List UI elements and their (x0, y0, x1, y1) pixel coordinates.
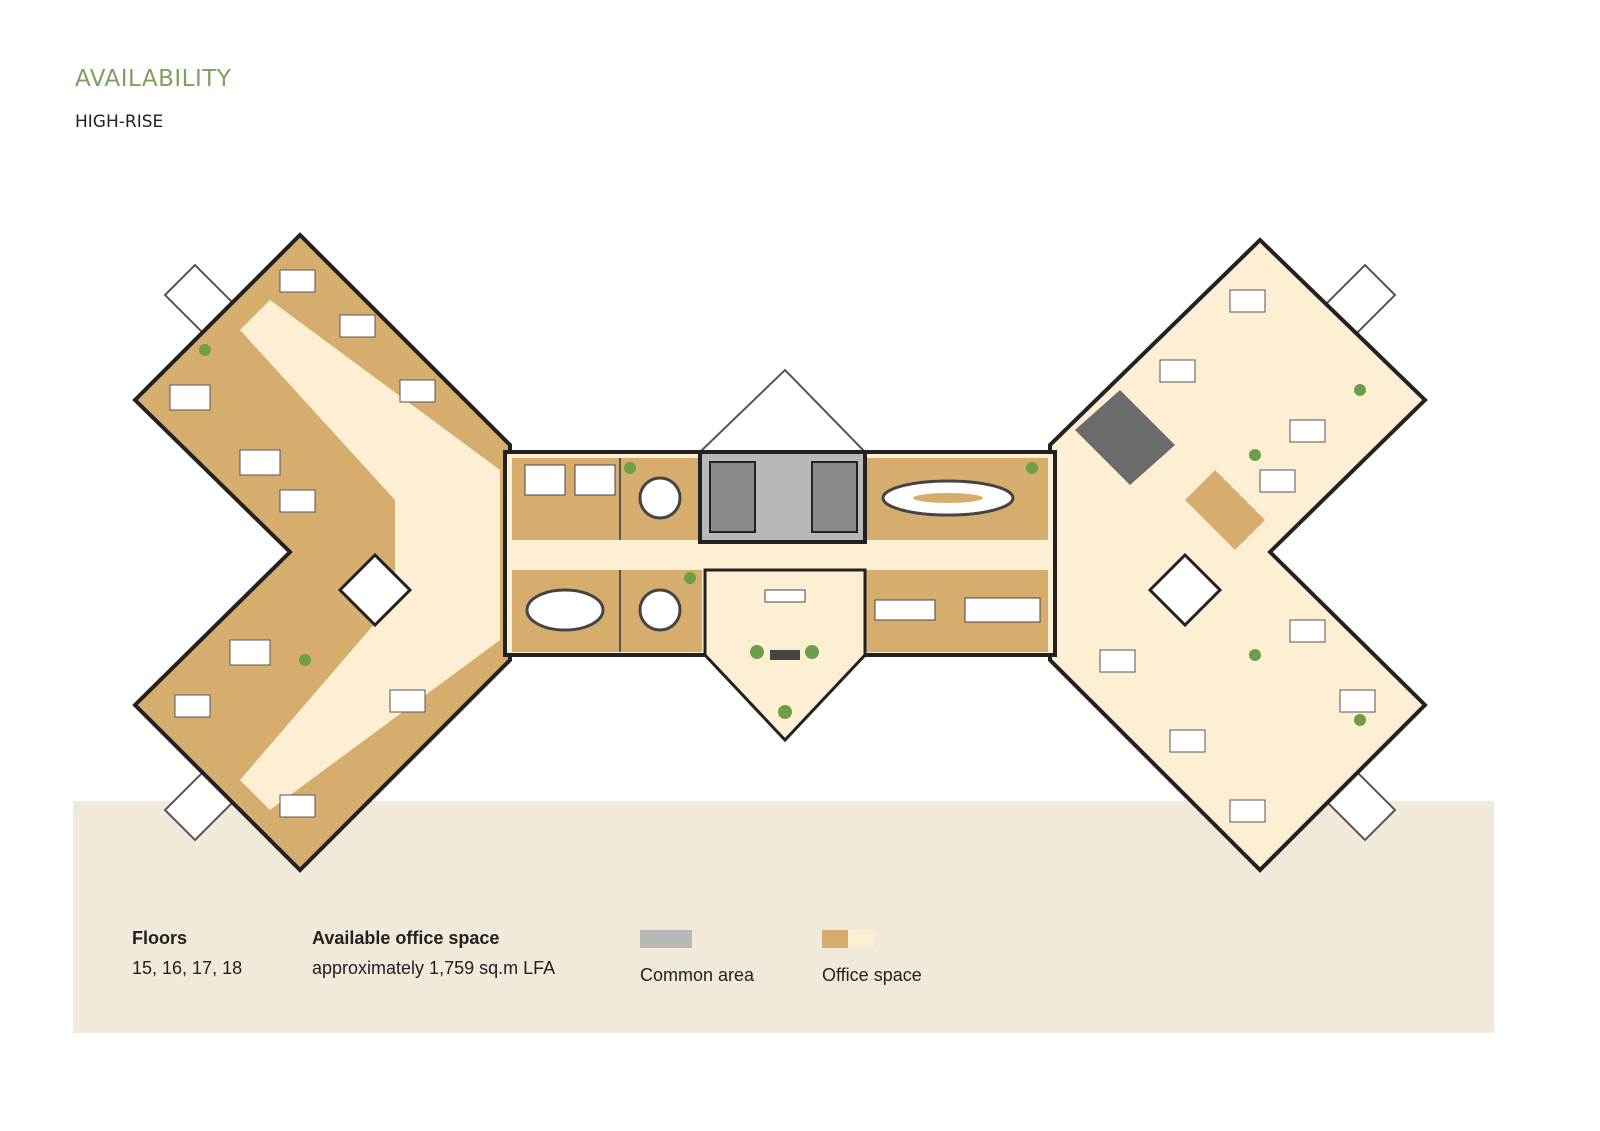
office-label: Office space (822, 965, 922, 985)
desks (169, 269, 1376, 823)
available-label: Available office space (312, 928, 500, 948)
common-swatch (640, 930, 692, 948)
legend-available: Available office space approximately 1,7… (312, 928, 555, 979)
office-light-swatch (848, 930, 874, 948)
page-subtitle: HIGH-RISE (75, 112, 164, 132)
left-wing (132, 232, 512, 873)
plants (199, 344, 1366, 726)
right-wing (1048, 237, 1428, 873)
page-title: AVAILABILITY (75, 66, 232, 92)
common-label: Common area (640, 965, 755, 985)
available-value: approximately 1,759 sq.m LFA (312, 958, 556, 978)
floors-label: Floors (132, 928, 188, 948)
legend-floors: Floors 15, 16, 17, 18 (132, 928, 242, 979)
office-dark-swatch (822, 930, 848, 948)
legend-common: Common area (640, 930, 754, 986)
floors-value: 15, 16, 17, 18 (132, 958, 243, 978)
central-block (503, 368, 1057, 743)
legend-office: Office space (822, 930, 922, 986)
